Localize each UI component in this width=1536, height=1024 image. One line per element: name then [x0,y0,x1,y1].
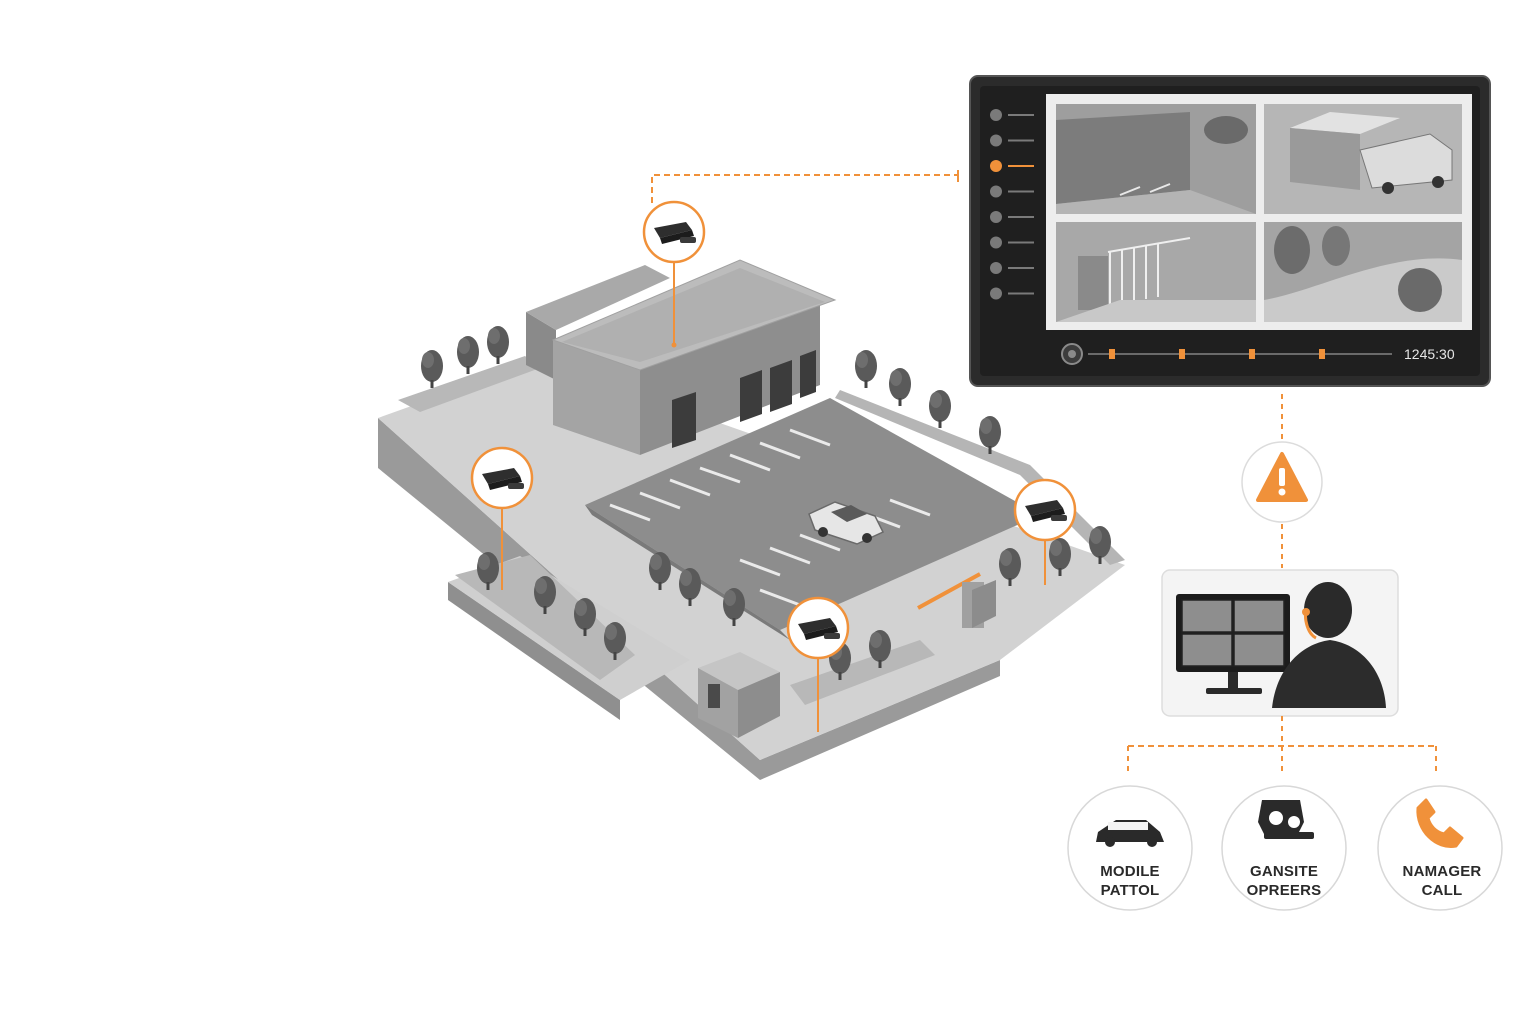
entrance-gate [917,572,996,628]
camera-west-wall[interactable] [470,446,534,590]
monitor-sidebar [990,109,1034,300]
action-label-line2: PATTOL [1101,882,1160,899]
sidebar-item[interactable] [990,134,1034,147]
playback-timeline[interactable]: 1245:30 [1061,343,1455,365]
sidebar-item[interactable] [990,287,1034,300]
action-label-line2: OPREERS [1247,882,1322,899]
phone-icon [1416,798,1464,848]
site-isometric-plan [378,200,1125,780]
operator-to-actions-connector [1127,716,1437,774]
camera-rooftop[interactable] [642,200,706,348]
timeline-event-marker[interactable] [1249,349,1255,359]
sidebar-item[interactable] [990,160,1034,172]
gate-feed[interactable] [1056,222,1256,322]
action-label-line2: CALL [1422,882,1463,899]
sidebar-item[interactable] [990,236,1034,249]
alert-node[interactable] [1241,441,1323,523]
action-label-line1: GANSITE [1250,863,1318,880]
sidebar-item[interactable] [990,262,1034,274]
onsite-officers-icon [1258,800,1314,839]
sidebar-item[interactable] [990,185,1034,198]
operator-station [1161,569,1399,717]
loading-dock-feed[interactable] [1056,104,1256,214]
sidebar-item[interactable] [990,211,1034,223]
action-label-line1: NAMAGER [1403,863,1482,880]
operator-with-headset-icon [1272,582,1386,708]
timeline-event-marker[interactable] [1179,349,1185,359]
warehouse-building [526,259,837,455]
action-label-line1: MODILE [1100,863,1160,880]
truck-bay-feed[interactable] [1264,104,1462,214]
action-mobile-patrol[interactable]: MODILE PATTOL [1067,785,1193,911]
guard-booth [698,652,780,738]
warning-triangle-icon [1256,452,1308,502]
action-onsite-officers[interactable]: GANSITE OPREERS [1221,785,1347,911]
patrol-car-icon [1096,820,1164,847]
perimeter-feed[interactable] [1264,222,1462,322]
sidebar-item[interactable] [990,109,1034,121]
action-manager-call[interactable]: NAMAGER CALL [1377,785,1503,911]
timecode: 1245:30 [1404,346,1455,362]
loading-dock-doors [672,350,816,448]
surveillance-monitor: 1245:30 [969,75,1491,387]
camera-entrance[interactable] [786,596,850,732]
parked-car [808,501,885,545]
camera-east-fence[interactable] [1013,478,1077,585]
timeline-event-marker[interactable] [1109,349,1115,359]
timeline-event-marker[interactable] [1319,349,1325,359]
camera-to-monitor-connector [651,174,958,203]
